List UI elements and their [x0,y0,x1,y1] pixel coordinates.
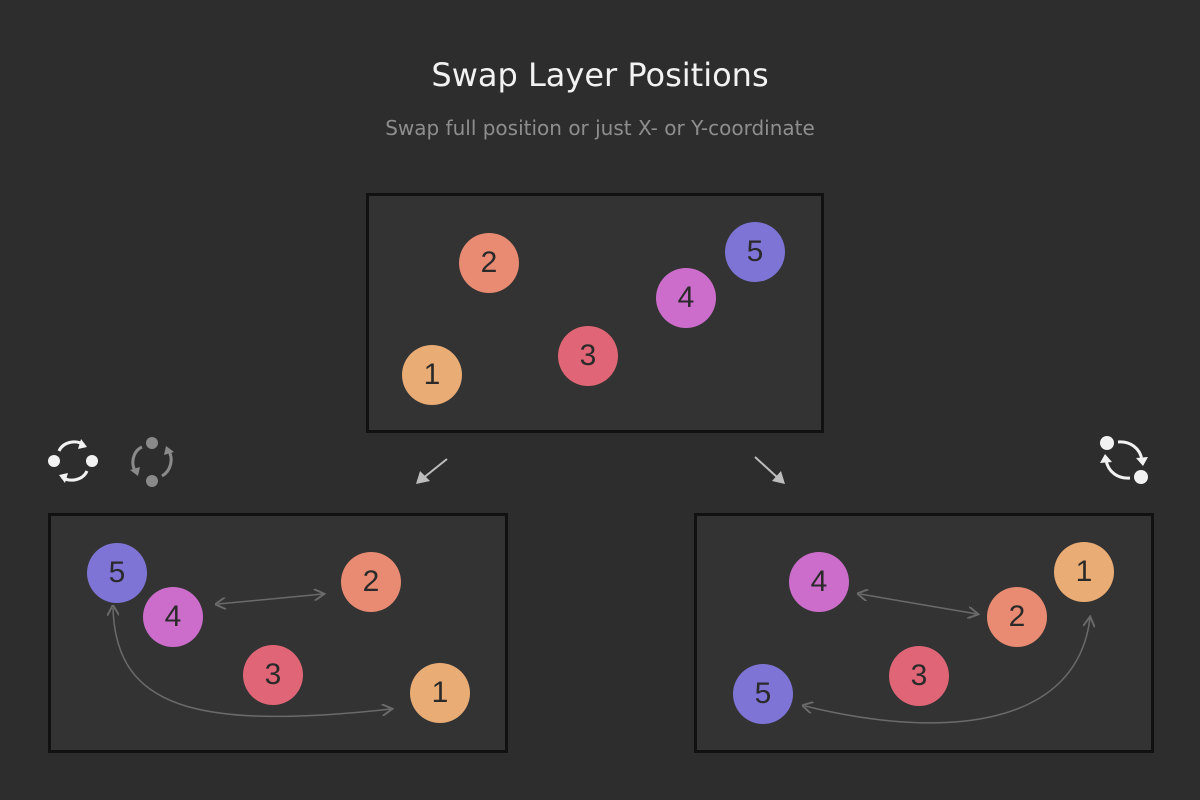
layer-label: 3 [910,659,928,692]
layer-label: 4 [677,281,695,314]
page-subtitle: Swap full position or just X- or Y-coord… [385,116,815,140]
layer-label: 1 [431,676,449,709]
page-title: Swap Layer Positions [431,56,769,94]
layer-circle[interactable]: 4 [789,552,849,612]
arrow-down-left-icon [416,458,448,484]
layer-circle[interactable]: 1 [1054,542,1114,602]
swap-vertical-icon[interactable] [124,434,180,488]
layer-circle[interactable]: 3 [243,645,303,705]
layer-circle[interactable]: 4 [656,268,716,328]
layer-circle[interactable]: 5 [87,543,147,603]
layer-label: 2 [362,565,380,598]
layer-label: 1 [1075,555,1093,588]
swap-diagonal-icon[interactable] [1096,433,1154,489]
swap-arrow-line [860,594,977,614]
layer-label: 3 [264,658,282,691]
stage-swap-axis: 4 1 2 3 5 [694,513,1154,753]
layer-circle[interactable]: 2 [987,587,1047,647]
layer-circle[interactable]: 1 [402,345,462,405]
layer-label: 4 [810,565,828,598]
stage-original: 1 2 3 4 5 [366,193,824,433]
layer-label: 2 [1008,600,1026,633]
swap-position-icon[interactable] [46,434,102,488]
layer-circle[interactable]: 2 [459,233,519,293]
swap-arrow-line [218,594,323,604]
layer-circle[interactable]: 3 [558,326,618,386]
layer-circle[interactable]: 2 [341,552,401,612]
layer-label: 5 [754,677,772,710]
layer-circle[interactable]: 5 [725,222,785,282]
layer-circle[interactable]: 3 [889,646,949,706]
layer-circle[interactable]: 1 [410,663,470,723]
layer-label: 5 [108,556,126,589]
arrow-down-right-icon [754,456,785,484]
layer-label: 4 [164,600,182,633]
layer-label: 1 [423,358,441,391]
layer-label: 3 [579,339,597,372]
layer-circle[interactable]: 4 [143,587,203,647]
layer-label: 5 [746,235,764,268]
layer-circle[interactable]: 5 [733,664,793,724]
stage-swap-full: 5 4 2 3 1 [48,513,508,753]
layer-label: 2 [480,246,498,279]
